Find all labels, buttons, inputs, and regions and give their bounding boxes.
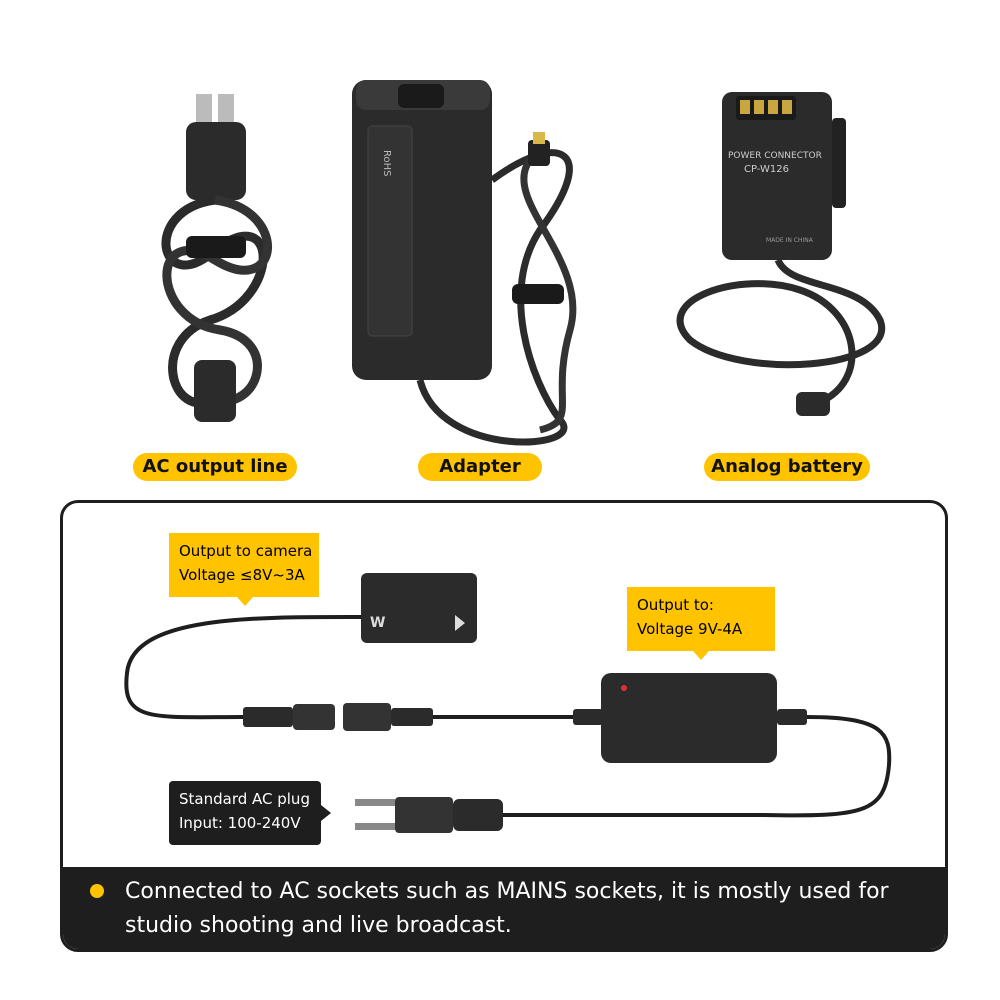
connection-diagram-panel: W Output to camera Voltage ≤8V~3A Output… bbox=[60, 500, 948, 952]
dc-female-strain bbox=[391, 708, 433, 726]
adapter-label: Adapter bbox=[418, 453, 542, 481]
camera-output-callout: Output to camera Voltage ≤8V~3A bbox=[169, 533, 319, 597]
battery-contacts bbox=[736, 96, 796, 120]
plug-callout-tail bbox=[321, 805, 331, 821]
connection-diagram: W bbox=[124, 573, 892, 833]
dummy-battery bbox=[361, 573, 477, 643]
battery-dc-socket bbox=[796, 392, 830, 416]
ac-plug-prong-top bbox=[355, 799, 395, 806]
footer-description: Connected to AC sockets such as MAINS so… bbox=[125, 879, 889, 938]
figure8-connector bbox=[194, 360, 236, 422]
bullet-icon bbox=[90, 884, 104, 898]
footer-bar: Connected to AC sockets such as MAINS so… bbox=[63, 867, 945, 949]
ac-plug-head bbox=[186, 122, 246, 200]
ac-plug-prong-bottom bbox=[355, 823, 395, 830]
dc-male-body bbox=[293, 704, 335, 730]
dc-barrel bbox=[528, 140, 550, 166]
power-led-icon bbox=[621, 685, 627, 691]
dummy-battery-arrow-icon bbox=[455, 615, 465, 631]
camera-callout-line1: Output to camera bbox=[179, 542, 313, 560]
battery-text-2: CP-W126 bbox=[744, 164, 789, 175]
box-right-strain bbox=[777, 709, 807, 725]
adapter-label-area bbox=[367, 125, 413, 337]
box-left-strain bbox=[573, 709, 603, 725]
dc-female-body bbox=[343, 703, 391, 731]
ac-power-cord bbox=[161, 94, 272, 422]
adapter-cable bbox=[416, 149, 573, 446]
analog-battery: POWER CONNECTOR CP-W126 MADE IN CHINA bbox=[676, 92, 886, 416]
camera-callout-tail bbox=[237, 597, 253, 606]
ac-plug-head bbox=[395, 797, 453, 833]
camera-cable bbox=[124, 614, 384, 720]
battery-text-1: POWER CONNECTOR bbox=[728, 151, 822, 161]
plug-callout-line1: Standard AC plug bbox=[179, 790, 310, 808]
adapter-brick: RoHS bbox=[352, 80, 577, 446]
ac-cable bbox=[503, 715, 892, 818]
adapter-cable-2 bbox=[520, 157, 577, 434]
cord-strap bbox=[186, 236, 246, 258]
battery-cable bbox=[676, 258, 886, 406]
battery-side bbox=[832, 118, 846, 208]
adapter-rohs-text: RoHS bbox=[381, 150, 392, 176]
ac-plug-body bbox=[453, 799, 503, 831]
adapter-cable-strap bbox=[512, 284, 564, 304]
product-illustrations: RoHS POWER CONNECTOR CP-W126 MADE IN CHI… bbox=[161, 80, 886, 446]
analog-battery-label: Analog battery bbox=[704, 453, 870, 481]
cord-loop-1 bbox=[161, 195, 268, 408]
adapter-callout-line2: Voltage 9V-4A bbox=[637, 620, 743, 638]
cord-loop-2 bbox=[162, 195, 272, 406]
battery-text-3: MADE IN CHINA bbox=[766, 237, 814, 244]
dc-tip bbox=[533, 132, 545, 144]
dc-male-connector bbox=[243, 707, 293, 727]
adapter-box bbox=[601, 673, 777, 763]
camera-callout-line2: Voltage ≤8V~3A bbox=[179, 566, 305, 584]
ac-output-line-label: AC output line bbox=[133, 453, 297, 481]
battery-body bbox=[722, 92, 832, 260]
plug-prong-left bbox=[196, 94, 212, 130]
adapter-socket bbox=[398, 84, 444, 108]
adapter-callout-tail bbox=[693, 651, 709, 660]
adapter-callout-line1: Output to: bbox=[637, 596, 714, 614]
plug-callout-line2: Input: 100-240V bbox=[179, 814, 301, 832]
adapter-output-callout: Output to: Voltage 9V-4A bbox=[627, 587, 775, 651]
dummy-battery-mark: W bbox=[370, 615, 385, 631]
plug-prong-right bbox=[218, 94, 234, 130]
ac-plug-callout: Standard AC plug Input: 100-240V bbox=[169, 781, 321, 845]
